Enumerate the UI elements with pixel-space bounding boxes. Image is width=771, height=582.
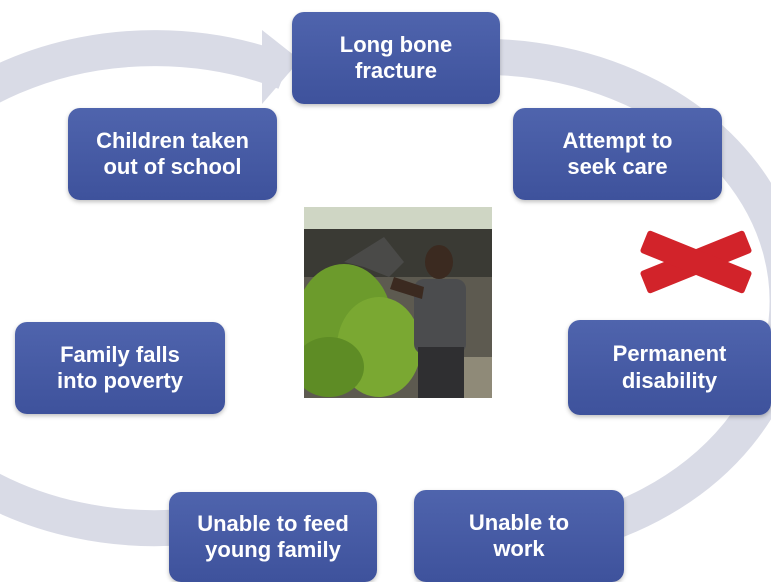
- cycle-arrowhead: [262, 30, 300, 104]
- node-unable-to-feed-family: Unable to feed young family: [169, 492, 377, 582]
- node-permanent-disability: Permanent disability: [568, 320, 771, 415]
- node-children-out-of-school: Children taken out of school: [68, 108, 277, 200]
- center-photo: [304, 207, 492, 398]
- cycle-arrow-path: [0, 30, 292, 547]
- red-x-icon: [640, 230, 752, 294]
- node-family-falls-into-poverty: Family falls into poverty: [15, 322, 225, 414]
- cycle-arrow-path-right: [417, 38, 771, 558]
- node-attempt-to-seek-care: Attempt to seek care: [513, 108, 722, 200]
- node-long-bone-fracture: Long bone fracture: [292, 12, 500, 104]
- node-unable-to-work: Unable to work: [414, 490, 624, 582]
